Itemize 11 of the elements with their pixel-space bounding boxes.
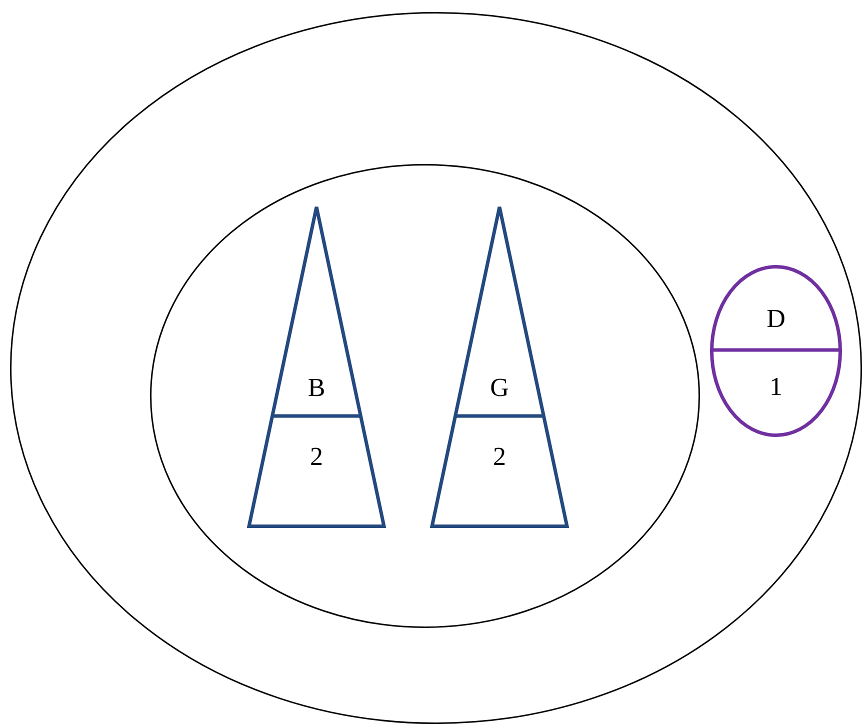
triangle-shape: [432, 205, 567, 528]
node-label: D: [766, 304, 786, 334]
node-label: 1: [770, 372, 782, 402]
node-label: 2: [493, 442, 506, 472]
node-label: 2: [310, 442, 323, 472]
node-label: G: [490, 373, 509, 403]
set-ellipse: [150, 164, 700, 628]
set-ellipse: [710, 265, 842, 437]
node-label: B: [308, 373, 326, 403]
triangle-shape: [249, 205, 384, 528]
set-ellipse: [10, 12, 862, 724]
